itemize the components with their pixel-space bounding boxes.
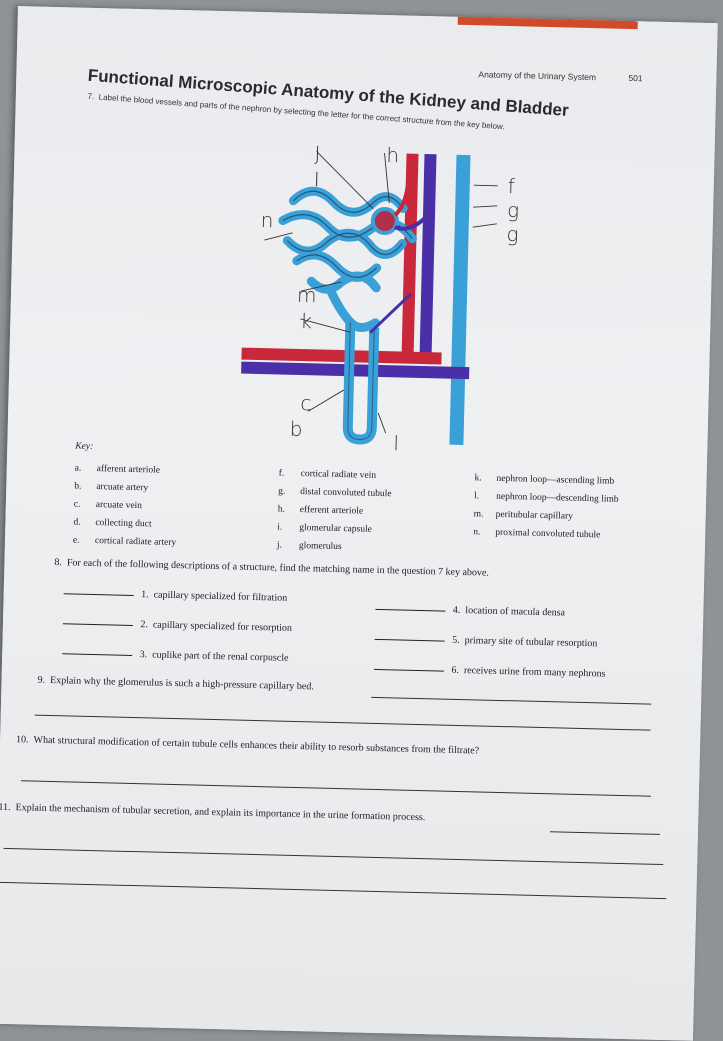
handwritten-label-11: g (506, 198, 520, 223)
cortical-radiate-artery (401, 153, 419, 354)
key-item: e.cortical radiate artery (72, 535, 177, 549)
key-column-3: k.nephron loop—ascending limb l.nephron … (473, 469, 619, 545)
handwritten-label-6: k (300, 308, 313, 334)
arcuate-vein (241, 361, 470, 380)
handwritten-label-8: b (289, 416, 303, 442)
glomerulus (370, 207, 399, 236)
key-item: j.glomerulus (276, 540, 342, 553)
q9-answer-line-2[interactable] (34, 714, 651, 731)
q11-line: 11. Explain the mechanism of tubular sec… (0, 801, 426, 824)
nephron-diagram (241, 151, 498, 446)
answer-blank[interactable] (62, 621, 133, 626)
key-column-1: a.afferent arteriole b.arcuate artery c.… (73, 460, 178, 552)
answer-blank[interactable] (63, 591, 134, 596)
afferent-arteriole (393, 185, 410, 217)
q8-item-4: 4. location of macula densa (375, 603, 565, 619)
q9-line: 9. Explain why the glomerulus is such a … (37, 674, 314, 693)
cortical-radiate-vein (419, 153, 437, 365)
efferent-arteriole (394, 216, 427, 231)
handwritten-label-4: n (260, 208, 274, 233)
handwritten-label-2: h (386, 143, 400, 168)
handwritten-label-3: I (313, 167, 321, 192)
q8-instruction: For each of the following descriptions o… (66, 557, 490, 579)
handwritten-label-12: g (506, 222, 519, 247)
key-heading: Key: (75, 441, 94, 452)
arcuate-artery (241, 347, 442, 365)
q8-item-6: 6. receives urine from many nephrons (373, 663, 606, 680)
worksheet-page: Anatomy of the Urinary System 501 Functi… (0, 6, 718, 1041)
q11-answer-line[interactable] (549, 831, 660, 835)
collecting-duct (449, 154, 471, 446)
handwritten-label-5: m (296, 282, 317, 308)
handwritten-label-1: J (314, 141, 321, 166)
q8-item-5: 5. primary site of tubular resorption (374, 633, 597, 649)
leader-lines (264, 151, 498, 434)
handwritten-label-7: c (300, 391, 312, 416)
answer-blank[interactable] (62, 651, 133, 656)
q8-item-3: 3. cuplike part of the renal corpuscle (62, 647, 289, 664)
key-column-2: f.cortical radiate vein g.distal convolu… (277, 465, 392, 558)
q8-number: 8. (54, 557, 63, 569)
q7-number: 7. (87, 91, 95, 102)
q8-item-2: 2. capillary specialized for resorption (62, 617, 292, 634)
handwritten-label-9: l (393, 431, 400, 456)
page-number: 501 (628, 72, 643, 84)
answer-blank[interactable] (373, 667, 444, 672)
key-item: n.proximal convoluted tubule (473, 527, 601, 541)
q10-answer-line[interactable] (21, 780, 651, 797)
q8-item-1: 1. capillary specialized for filtration (63, 587, 288, 604)
q11-answer-line-3[interactable] (0, 881, 667, 900)
red-edge-strip (457, 16, 638, 30)
q8-line: 8. For each of the following description… (54, 557, 489, 579)
running-head: Anatomy of the Urinary System (478, 69, 597, 83)
answer-blank[interactable] (374, 637, 445, 642)
answer-blank[interactable] (375, 607, 446, 612)
q9-answer-line[interactable] (371, 696, 652, 705)
handwritten-label-10: f (507, 174, 516, 199)
q10-line: 10. What structural modification of cert… (15, 734, 480, 757)
q11-answer-line-2[interactable] (3, 847, 664, 866)
peritubular-capillary (369, 292, 413, 334)
nephron-loop (342, 322, 380, 445)
